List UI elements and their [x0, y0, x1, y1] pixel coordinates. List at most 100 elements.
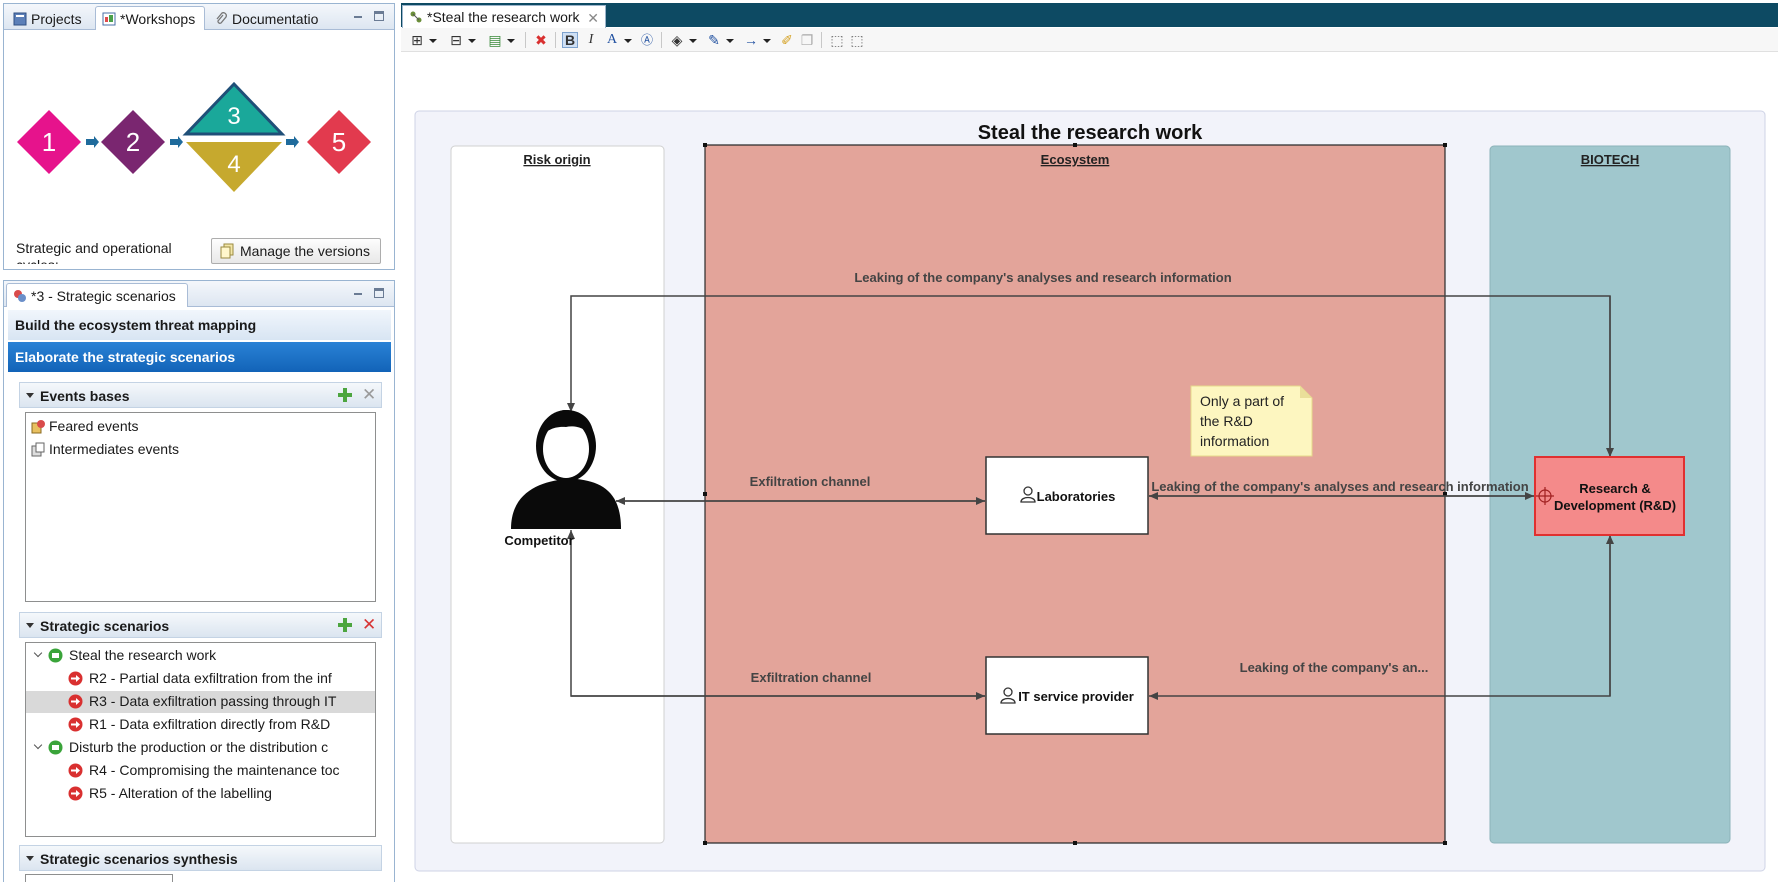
- step-elaborate-scenarios[interactable]: Elaborate the strategic scenarios: [8, 342, 391, 372]
- maximize-button[interactable]: [374, 288, 384, 298]
- line-color-icon[interactable]: ✎: [708, 32, 720, 48]
- cycle-step-2[interactable]: 2: [101, 110, 165, 174]
- scenarios-tree: Steal the research work R2 - Partial dat…: [25, 642, 376, 837]
- minimize-button[interactable]: [352, 287, 364, 299]
- copy-format-icon[interactable]: ❐: [800, 32, 814, 48]
- manage-versions-button[interactable]: Manage the versions: [211, 238, 381, 264]
- manage-versions-label: Manage the versions: [240, 243, 370, 259]
- tree-item-risk[interactable]: R4 - Compromising the maintenance toc: [26, 760, 375, 782]
- rd-node[interactable]: Research & Development (R&D): [1534, 456, 1685, 536]
- add-icon[interactable]: [338, 618, 352, 632]
- step-build-ecosystem-label: Build the ecosystem threat mapping: [15, 317, 257, 333]
- step-build-ecosystem[interactable]: Build the ecosystem threat mapping: [8, 310, 391, 340]
- versions-icon: [220, 243, 234, 259]
- events-bases-title: Events bases: [40, 388, 130, 404]
- cycles-label: Strategic and operational cycles:: [16, 240, 172, 264]
- zoom-fit-icon[interactable]: ⬚: [850, 32, 864, 48]
- competitor-node[interactable]: Competitor: [504, 410, 621, 548]
- tree-item-risk[interactable]: R5 - Alteration of the labelling: [26, 783, 375, 805]
- scenarios-synthesis-section[interactable]: Strategic scenarios synthesis: [19, 845, 382, 871]
- selection-handles[interactable]: [703, 143, 1447, 845]
- strategic-scenarios-title: Strategic scenarios: [40, 618, 170, 634]
- cycle-step-1[interactable]: 1: [17, 110, 81, 174]
- tree-item-risk[interactable]: R2 - Partial data exfiltration from the …: [26, 668, 375, 690]
- collapse-caret-icon[interactable]: [26, 393, 34, 398]
- risk-arrow-icon: [68, 694, 83, 709]
- edge-top-label: Leaking of the company's analyses and re…: [854, 270, 1231, 285]
- scenarios-icon: [14, 290, 26, 302]
- cycle-step-5[interactable]: 5: [307, 110, 371, 174]
- workshops-panel: Projects *Workshops Documentatio 1 2: [3, 3, 395, 270]
- format-painter-icon[interactable]: ✐: [781, 32, 793, 48]
- dropdown-icon[interactable]: [468, 39, 476, 43]
- text-style-icon[interactable]: Ⓐ: [640, 33, 653, 47]
- cycle-step-4-label: 4: [227, 151, 240, 178]
- tab-documentation-label: Documentatio: [232, 11, 319, 27]
- bold-button[interactable]: B: [562, 32, 578, 48]
- dropdown-icon[interactable]: [689, 39, 697, 43]
- dropdown-icon[interactable]: [763, 39, 771, 43]
- collapse-caret-icon[interactable]: [26, 623, 34, 628]
- tree-item-risk[interactable]: R3 - Data exfiltration passing through I…: [26, 691, 375, 713]
- workshops-icon: [102, 12, 116, 26]
- minimize-button[interactable]: [352, 10, 364, 22]
- events-list: Feared events Intermediates events: [25, 412, 376, 602]
- target-icon: [1536, 487, 1554, 505]
- delete-icon[interactable]: ✕: [362, 385, 377, 404]
- editor-tabbar: [401, 3, 1778, 27]
- font-color-button[interactable]: A: [606, 32, 618, 47]
- competitor-label: Competitor: [504, 533, 573, 548]
- user-icon: [1000, 687, 1016, 704]
- arrange-icon[interactable]: ⊞: [411, 32, 423, 48]
- edge-mid-label: Leaking of the company's analyses and re…: [1151, 479, 1528, 494]
- expand-arrow-icon[interactable]: [33, 648, 43, 658]
- close-icon[interactable]: ✕: [587, 10, 599, 26]
- fill-color-icon[interactable]: ◈: [671, 32, 683, 48]
- tab-documentation[interactable]: Documentatio: [207, 6, 339, 30]
- tab-projects[interactable]: Projects: [6, 6, 94, 30]
- dropdown-icon[interactable]: [507, 39, 515, 43]
- expand-arrow-icon[interactable]: [33, 740, 43, 750]
- tree-item-risk[interactable]: R1 - Data exfiltration directly from R&D: [26, 714, 375, 736]
- tab-diagram-editor[interactable]: *Steal the research work ✕: [402, 5, 606, 28]
- list-item-intermediate-events[interactable]: Intermediates events: [26, 439, 375, 461]
- tree-item-label: Disturb the production or the distributi…: [69, 739, 329, 755]
- tree-item-scenario[interactable]: Steal the research work: [26, 645, 375, 667]
- layers-icon[interactable]: ▤: [488, 32, 502, 48]
- it-provider-node[interactable]: IT service provider: [985, 656, 1149, 735]
- intermediate-events-icon: [31, 442, 45, 457]
- add-icon[interactable]: [338, 388, 352, 402]
- list-item-feared-events[interactable]: Feared events: [26, 416, 375, 438]
- select-all-icon[interactable]: ⬚: [830, 32, 844, 48]
- strategic-scenarios-section[interactable]: Strategic scenarios ✕: [19, 612, 382, 638]
- line-style-icon[interactable]: →: [744, 32, 758, 48]
- cycle-step-1-label: 1: [42, 127, 56, 157]
- workshop-cycle-diagram: 1 2 3 4 5: [17, 81, 371, 192]
- note-line-3: information: [1200, 433, 1269, 449]
- tree-item-label: R1 - Data exfiltration directly from R&D: [89, 716, 331, 732]
- strategic-scenarios-panel: *3 - Strategic scenarios Build the ecosy…: [3, 280, 395, 882]
- sticky-note[interactable]: Only a part of the R&D information: [1190, 385, 1313, 457]
- cycle-step-3[interactable]: 3: [182, 81, 286, 136]
- tree-item-label: R4 - Compromising the maintenance toc: [89, 762, 340, 778]
- delete-icon[interactable]: ✕: [362, 615, 377, 634]
- events-bases-section[interactable]: Events bases ✕: [19, 382, 382, 408]
- distribute-icon[interactable]: ⊟: [450, 32, 462, 48]
- cycle-step-4[interactable]: 4: [186, 142, 282, 192]
- editor-tab-label: *Steal the research work: [427, 9, 580, 25]
- italic-button[interactable]: I: [588, 32, 594, 47]
- delete-from-model-icon[interactable]: ✖: [535, 32, 547, 48]
- toolbar-separator: [555, 32, 556, 48]
- collapse-caret-icon[interactable]: [26, 856, 34, 861]
- dropdown-icon[interactable]: [726, 39, 734, 43]
- tab-workshops[interactable]: *Workshops: [95, 6, 205, 30]
- risk-arrow-icon: [68, 717, 83, 732]
- cycle-step-5-label: 5: [332, 127, 346, 157]
- tree-item-scenario[interactable]: Disturb the production or the distributi…: [26, 737, 375, 759]
- dropdown-icon[interactable]: [624, 39, 632, 43]
- maximize-button[interactable]: [374, 11, 384, 21]
- laboratories-node[interactable]: Laboratories: [985, 456, 1149, 535]
- scenario-group-icon: [48, 740, 63, 755]
- dropdown-icon[interactable]: [429, 39, 437, 43]
- tab-strategic-scenarios[interactable]: *3 - Strategic scenarios: [6, 283, 188, 307]
